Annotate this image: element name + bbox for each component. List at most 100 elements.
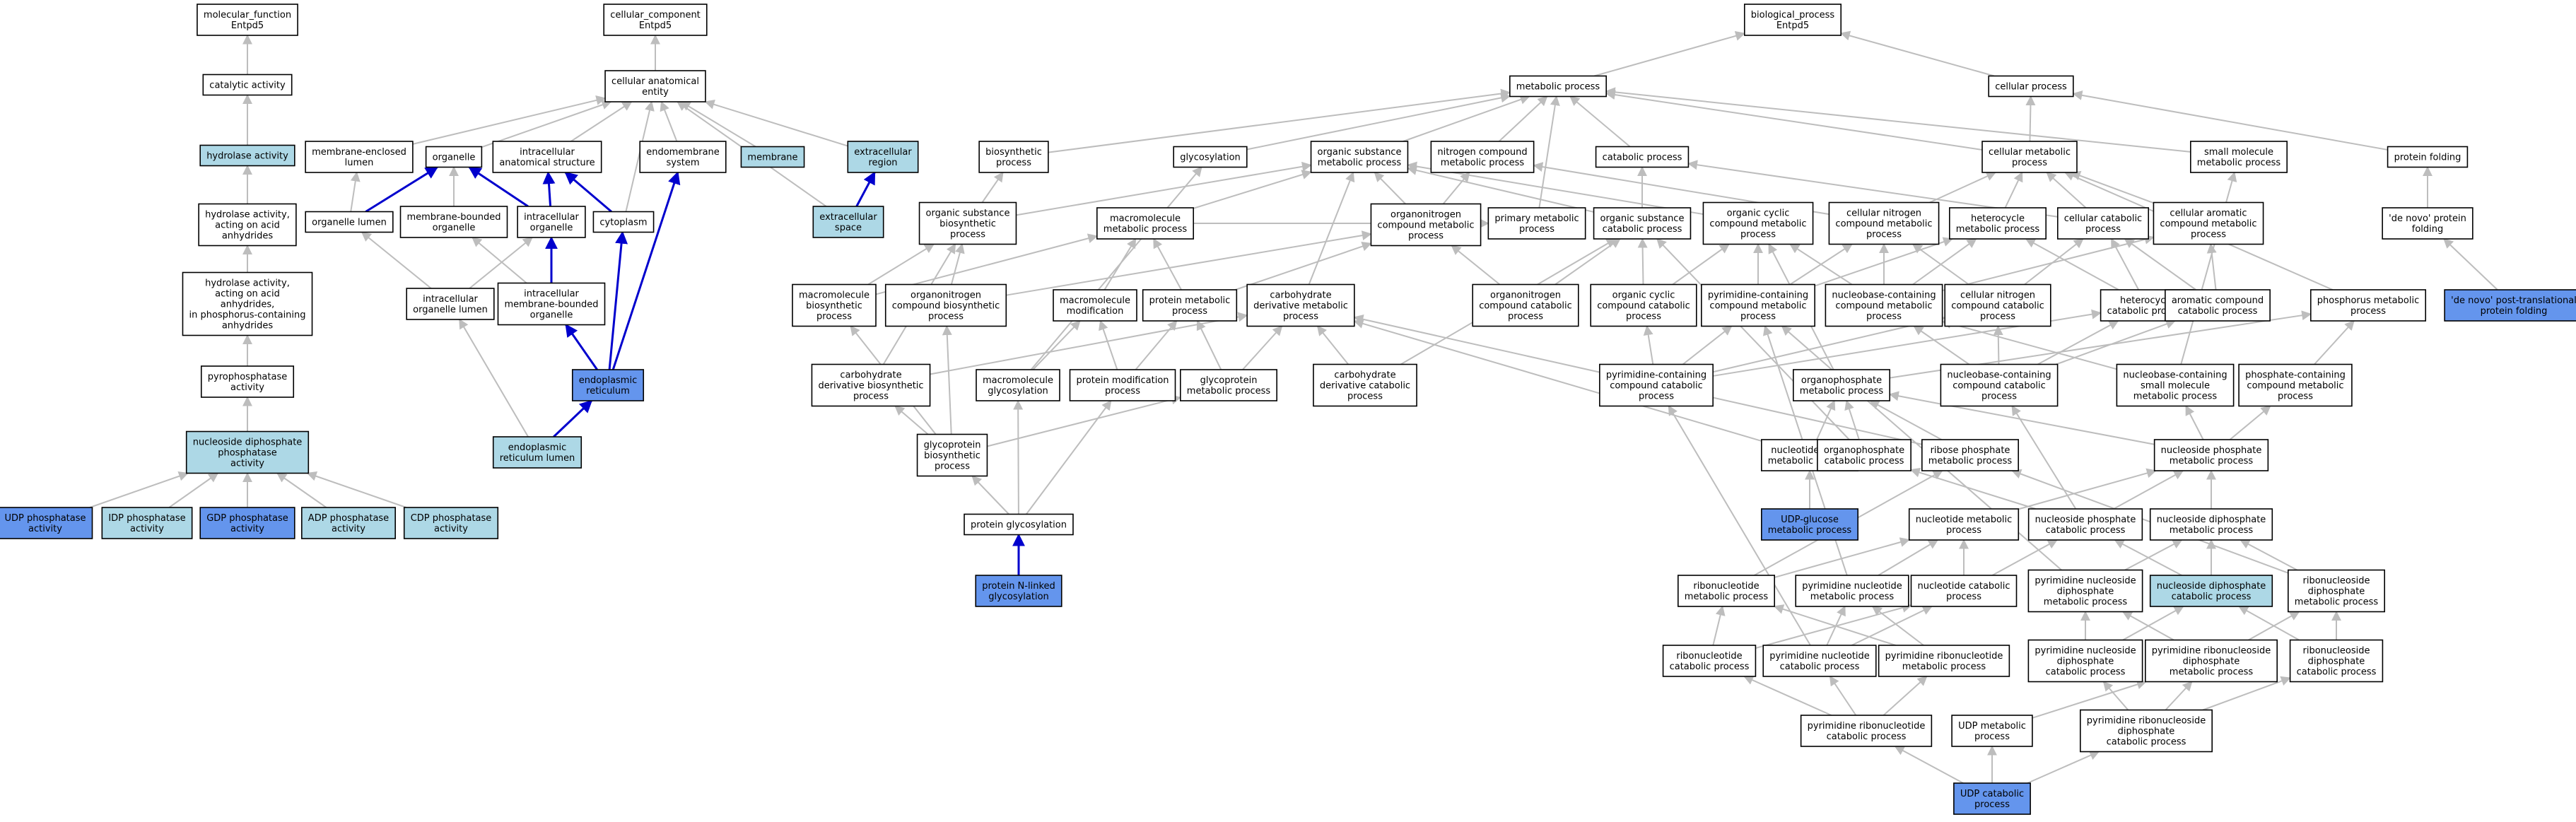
node-metabolic-process[interactable]: metabolic process — [1509, 75, 1607, 98]
node-organelle[interactable]: organelle — [425, 146, 483, 168]
node-cellular-process[interactable]: cellular process — [1988, 75, 2074, 98]
node-protein-glycosylation[interactable]: protein glycosylation — [964, 513, 1074, 536]
node-pyrimidine-nucleoside-diphosphate-catabolic-process[interactable]: pyrimidine nucleosidediphosphatecataboli… — [2027, 639, 2143, 683]
node-protein-folding[interactable]: protein folding — [2387, 146, 2469, 168]
node-pyrimidine-nucleoside-diphosphate-metabolic-process[interactable]: pyrimidine nucleosidediphosphatemetaboli… — [2027, 569, 2143, 613]
node-glycosylation[interactable]: glycosylation — [1173, 146, 1248, 168]
node-catabolic-process[interactable]: catabolic process — [1595, 146, 1690, 168]
node-nucleoside-diphosphate-phosphatase-activity[interactable]: nucleoside diphosphatephosphataseactivit… — [185, 430, 310, 474]
node-pyrimidine-ribonucleoside-diphosphate-catabolic-process[interactable]: pyrimidine ribonucleosidediphosphatecata… — [2080, 709, 2213, 753]
node-membrane[interactable]: membrane — [740, 146, 805, 168]
node-cytoplasm[interactable]: cytoplasm — [592, 211, 655, 233]
node-organelle-lumen[interactable]: organelle lumen — [305, 211, 394, 233]
node-catalytic-activity[interactable]: catalytic activity — [202, 74, 293, 96]
node-pyrimidine-ribonucleoside-diphosphate-metabolic-process[interactable]: pyrimidine ribonucleosidediphosphatemeta… — [2145, 639, 2278, 683]
node-hydrolase-activity-acting-on-acid-anhydrides[interactable]: hydrolase activity,acting on acidanhydri… — [198, 203, 297, 247]
node-hydrolase-activity-acting-on-acid-anhydrides-in-phosphorus-containing-anhydrides[interactable]: hydrolase activity,acting on acidanhydri… — [182, 271, 313, 336]
node-hydrolase-activity[interactable]: hydrolase activity — [199, 144, 295, 167]
